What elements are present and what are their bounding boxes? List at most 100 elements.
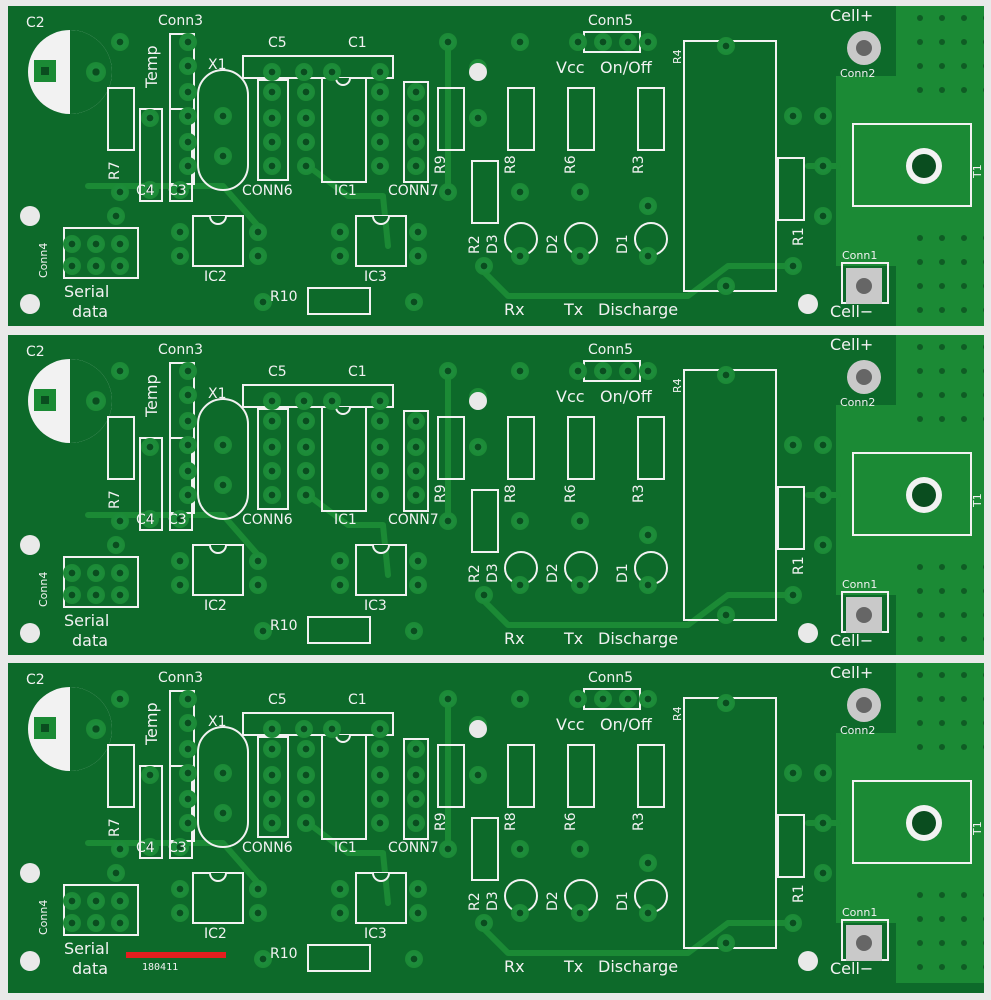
label-d2: D2 (545, 891, 561, 911)
label-r3: R3 (631, 484, 647, 503)
label-d3: D3 (485, 234, 501, 254)
label-conn4: Conn4 (37, 571, 50, 607)
label-r10: R10 (270, 946, 298, 962)
label-rx: Rx (504, 300, 525, 319)
label-c2: C2 (26, 344, 45, 360)
label-cell-minus: Cell− (830, 631, 874, 650)
label-conn5: Conn5 (588, 670, 633, 686)
pads (63, 362, 832, 640)
batch-code: 180411 (142, 962, 179, 973)
label-x1: X1 (208, 57, 227, 73)
label-conn6: CONN6 (242, 840, 293, 856)
label-conn1: Conn1 (842, 578, 878, 591)
label-d3: D3 (485, 563, 501, 583)
pcb-board-3: C2 Conn3 Temp X1 C5 C1 Conn5 Vcc On/Off … (8, 663, 984, 993)
label-conn3: Conn3 (158, 342, 203, 358)
label-data: data (72, 302, 109, 321)
label-conn6: CONN6 (242, 183, 293, 199)
pads (63, 690, 832, 968)
label-r8: R8 (503, 812, 519, 831)
label-d1: D1 (615, 891, 631, 911)
label-t1: T1 (971, 821, 984, 835)
label-ic2: IC2 (204, 926, 227, 942)
label-ic1: IC1 (334, 840, 357, 856)
label-r3: R3 (631, 812, 647, 831)
vias (917, 15, 984, 313)
label-temp: Temp (142, 702, 161, 745)
label-ic3: IC3 (364, 269, 387, 285)
label-d2: D2 (545, 563, 561, 583)
label-cell-plus: Cell+ (830, 6, 874, 25)
label-serial: Serial (64, 939, 110, 958)
label-r2: R2 (467, 892, 483, 911)
label-onoff: On/Off (600, 387, 652, 406)
label-r10: R10 (270, 618, 298, 634)
label-conn2: Conn2 (840, 67, 876, 80)
mounting-holes (20, 63, 818, 314)
label-serial: Serial (64, 282, 110, 301)
label-c3: C3 (168, 512, 187, 528)
label-conn1: Conn1 (842, 249, 878, 262)
red-marker (126, 952, 226, 958)
label-r7: R7 (107, 161, 123, 180)
label-r9: R9 (433, 812, 449, 831)
label-conn2: Conn2 (840, 724, 876, 737)
label-r6: R6 (563, 812, 579, 831)
label-c3: C3 (168, 840, 187, 856)
label-conn7: CONN7 (388, 183, 439, 199)
label-r4: R4 (671, 378, 684, 393)
label-rx: Rx (504, 957, 525, 976)
label-r1: R1 (791, 556, 807, 575)
label-d3: D3 (485, 891, 501, 911)
label-discharge: Discharge (598, 300, 679, 319)
label-r3: R3 (631, 155, 647, 174)
mounting-holes (20, 720, 818, 971)
label-vcc: Vcc (556, 715, 585, 734)
label-r4: R4 (671, 706, 684, 721)
label-r10: R10 (270, 289, 298, 305)
pads (63, 33, 832, 311)
label-cell-plus: Cell+ (830, 663, 874, 682)
label-c2: C2 (26, 15, 45, 31)
label-r6: R6 (563, 484, 579, 503)
label-cell-minus: Cell− (830, 959, 874, 978)
label-r9: R9 (433, 484, 449, 503)
label-c4: C4 (136, 512, 155, 528)
label-ic2: IC2 (204, 269, 227, 285)
label-c4: C4 (136, 840, 155, 856)
label-tx: Tx (564, 957, 584, 976)
vias (917, 672, 984, 970)
label-onoff: On/Off (600, 58, 652, 77)
label-conn7: CONN7 (388, 512, 439, 528)
label-r2: R2 (467, 564, 483, 583)
label-r6: R6 (563, 155, 579, 174)
pcb-board-1: C2 Conn3 Temp X1 C5 C1 Conn5 Vcc On/Off … (8, 6, 984, 326)
label-conn3: Conn3 (158, 670, 203, 686)
label-vcc: Vcc (556, 58, 585, 77)
label-cell-plus: Cell+ (830, 335, 874, 354)
label-tx: Tx (564, 300, 584, 319)
label-conn2: Conn2 (840, 396, 876, 409)
label-c5: C5 (268, 364, 287, 380)
label-t1: T1 (971, 164, 984, 178)
label-c4: C4 (136, 183, 155, 199)
vias (917, 344, 984, 642)
label-data: data (72, 959, 109, 978)
label-t1: T1 (971, 493, 984, 507)
label-r7: R7 (107, 818, 123, 837)
label-r1: R1 (791, 227, 807, 246)
label-serial: Serial (64, 611, 110, 630)
label-vcc: Vcc (556, 387, 585, 406)
label-x1: X1 (208, 714, 227, 730)
label-c5: C5 (268, 692, 287, 708)
label-conn7: CONN7 (388, 840, 439, 856)
pcb-artwork (20, 335, 984, 655)
label-c5: C5 (268, 35, 287, 51)
label-r2: R2 (467, 235, 483, 254)
label-rx: Rx (504, 629, 525, 648)
label-temp: Temp (142, 374, 161, 417)
label-c1: C1 (348, 364, 367, 380)
label-d2: D2 (545, 234, 561, 254)
label-r9: R9 (433, 155, 449, 174)
label-tx: Tx (564, 629, 584, 648)
